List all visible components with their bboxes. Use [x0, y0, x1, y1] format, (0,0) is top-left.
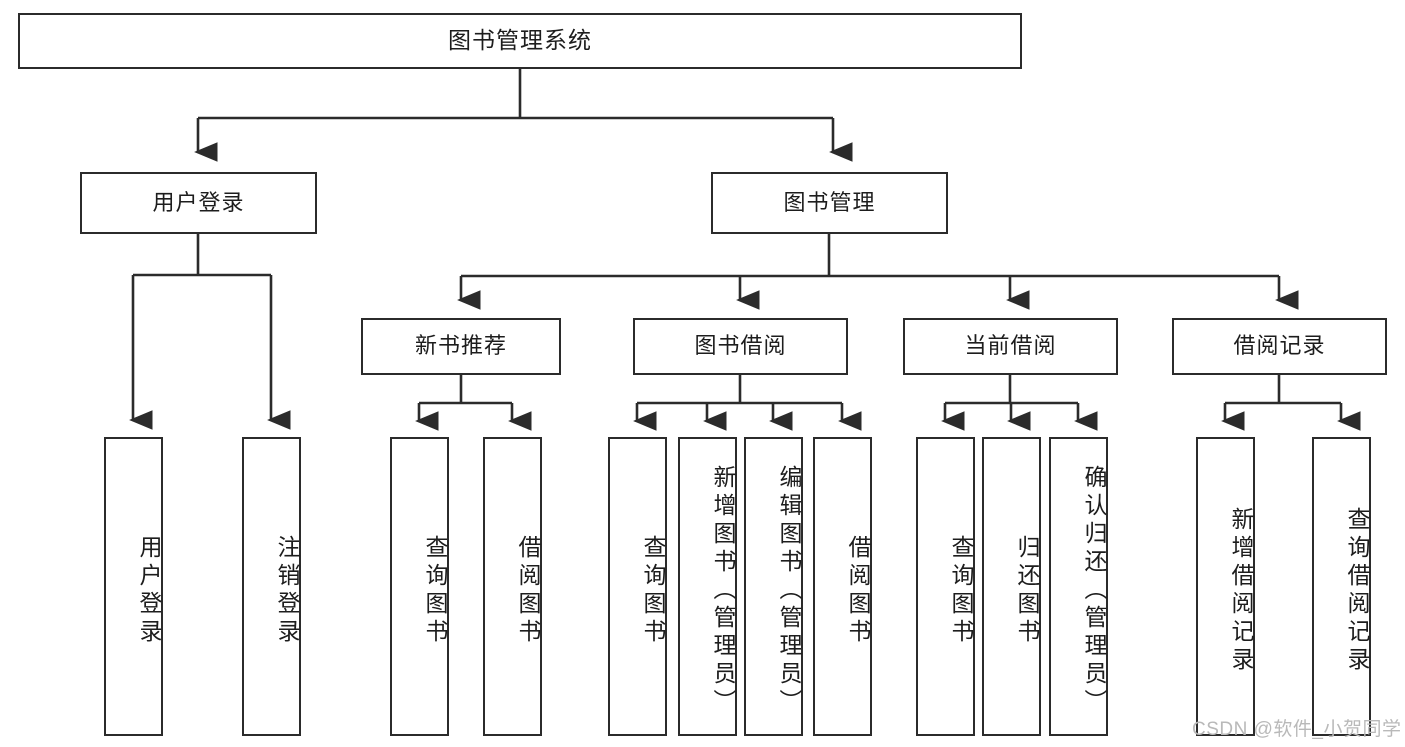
- node-root-system[interactable]: 图书管理系统: [18, 13, 1022, 69]
- leaf-add-book-admin[interactable]: 新增图书（管理员）: [678, 437, 737, 736]
- node-book-management[interactable]: 图书管理: [711, 172, 948, 234]
- leaf-confirm-return-admin[interactable]: 确认归还（管理员）: [1049, 437, 1108, 736]
- leaf-borrow-book[interactable]: 借阅图书: [813, 437, 872, 736]
- leaf-return-book[interactable]: 归还图书: [982, 437, 1041, 736]
- node-new-book-recommend[interactable]: 新书推荐: [361, 318, 561, 375]
- node-user-login[interactable]: 用户登录: [80, 172, 317, 234]
- leaf-query-book-recommend[interactable]: 查询图书: [390, 437, 449, 736]
- node-borrow-record[interactable]: 借阅记录: [1172, 318, 1387, 375]
- leaf-add-borrow-record[interactable]: 新增借阅记录: [1196, 437, 1255, 736]
- leaf-user-login[interactable]: 用户登录: [104, 437, 163, 736]
- leaf-edit-book-admin[interactable]: 编辑图书（管理员）: [744, 437, 803, 736]
- csdn-watermark: CSDN @软件_小贺同学: [1192, 719, 1402, 740]
- leaf-borrow-book-recommend[interactable]: 借阅图书: [483, 437, 542, 736]
- leaf-user-logout[interactable]: 注销登录: [242, 437, 301, 736]
- leaf-query-book-borrow[interactable]: 查询图书: [608, 437, 667, 736]
- leaf-query-book-current[interactable]: 查询图书: [916, 437, 975, 736]
- node-book-borrow[interactable]: 图书借阅: [633, 318, 848, 375]
- node-current-borrow[interactable]: 当前借阅: [903, 318, 1118, 375]
- leaf-query-borrow-record[interactable]: 查询借阅记录: [1312, 437, 1371, 736]
